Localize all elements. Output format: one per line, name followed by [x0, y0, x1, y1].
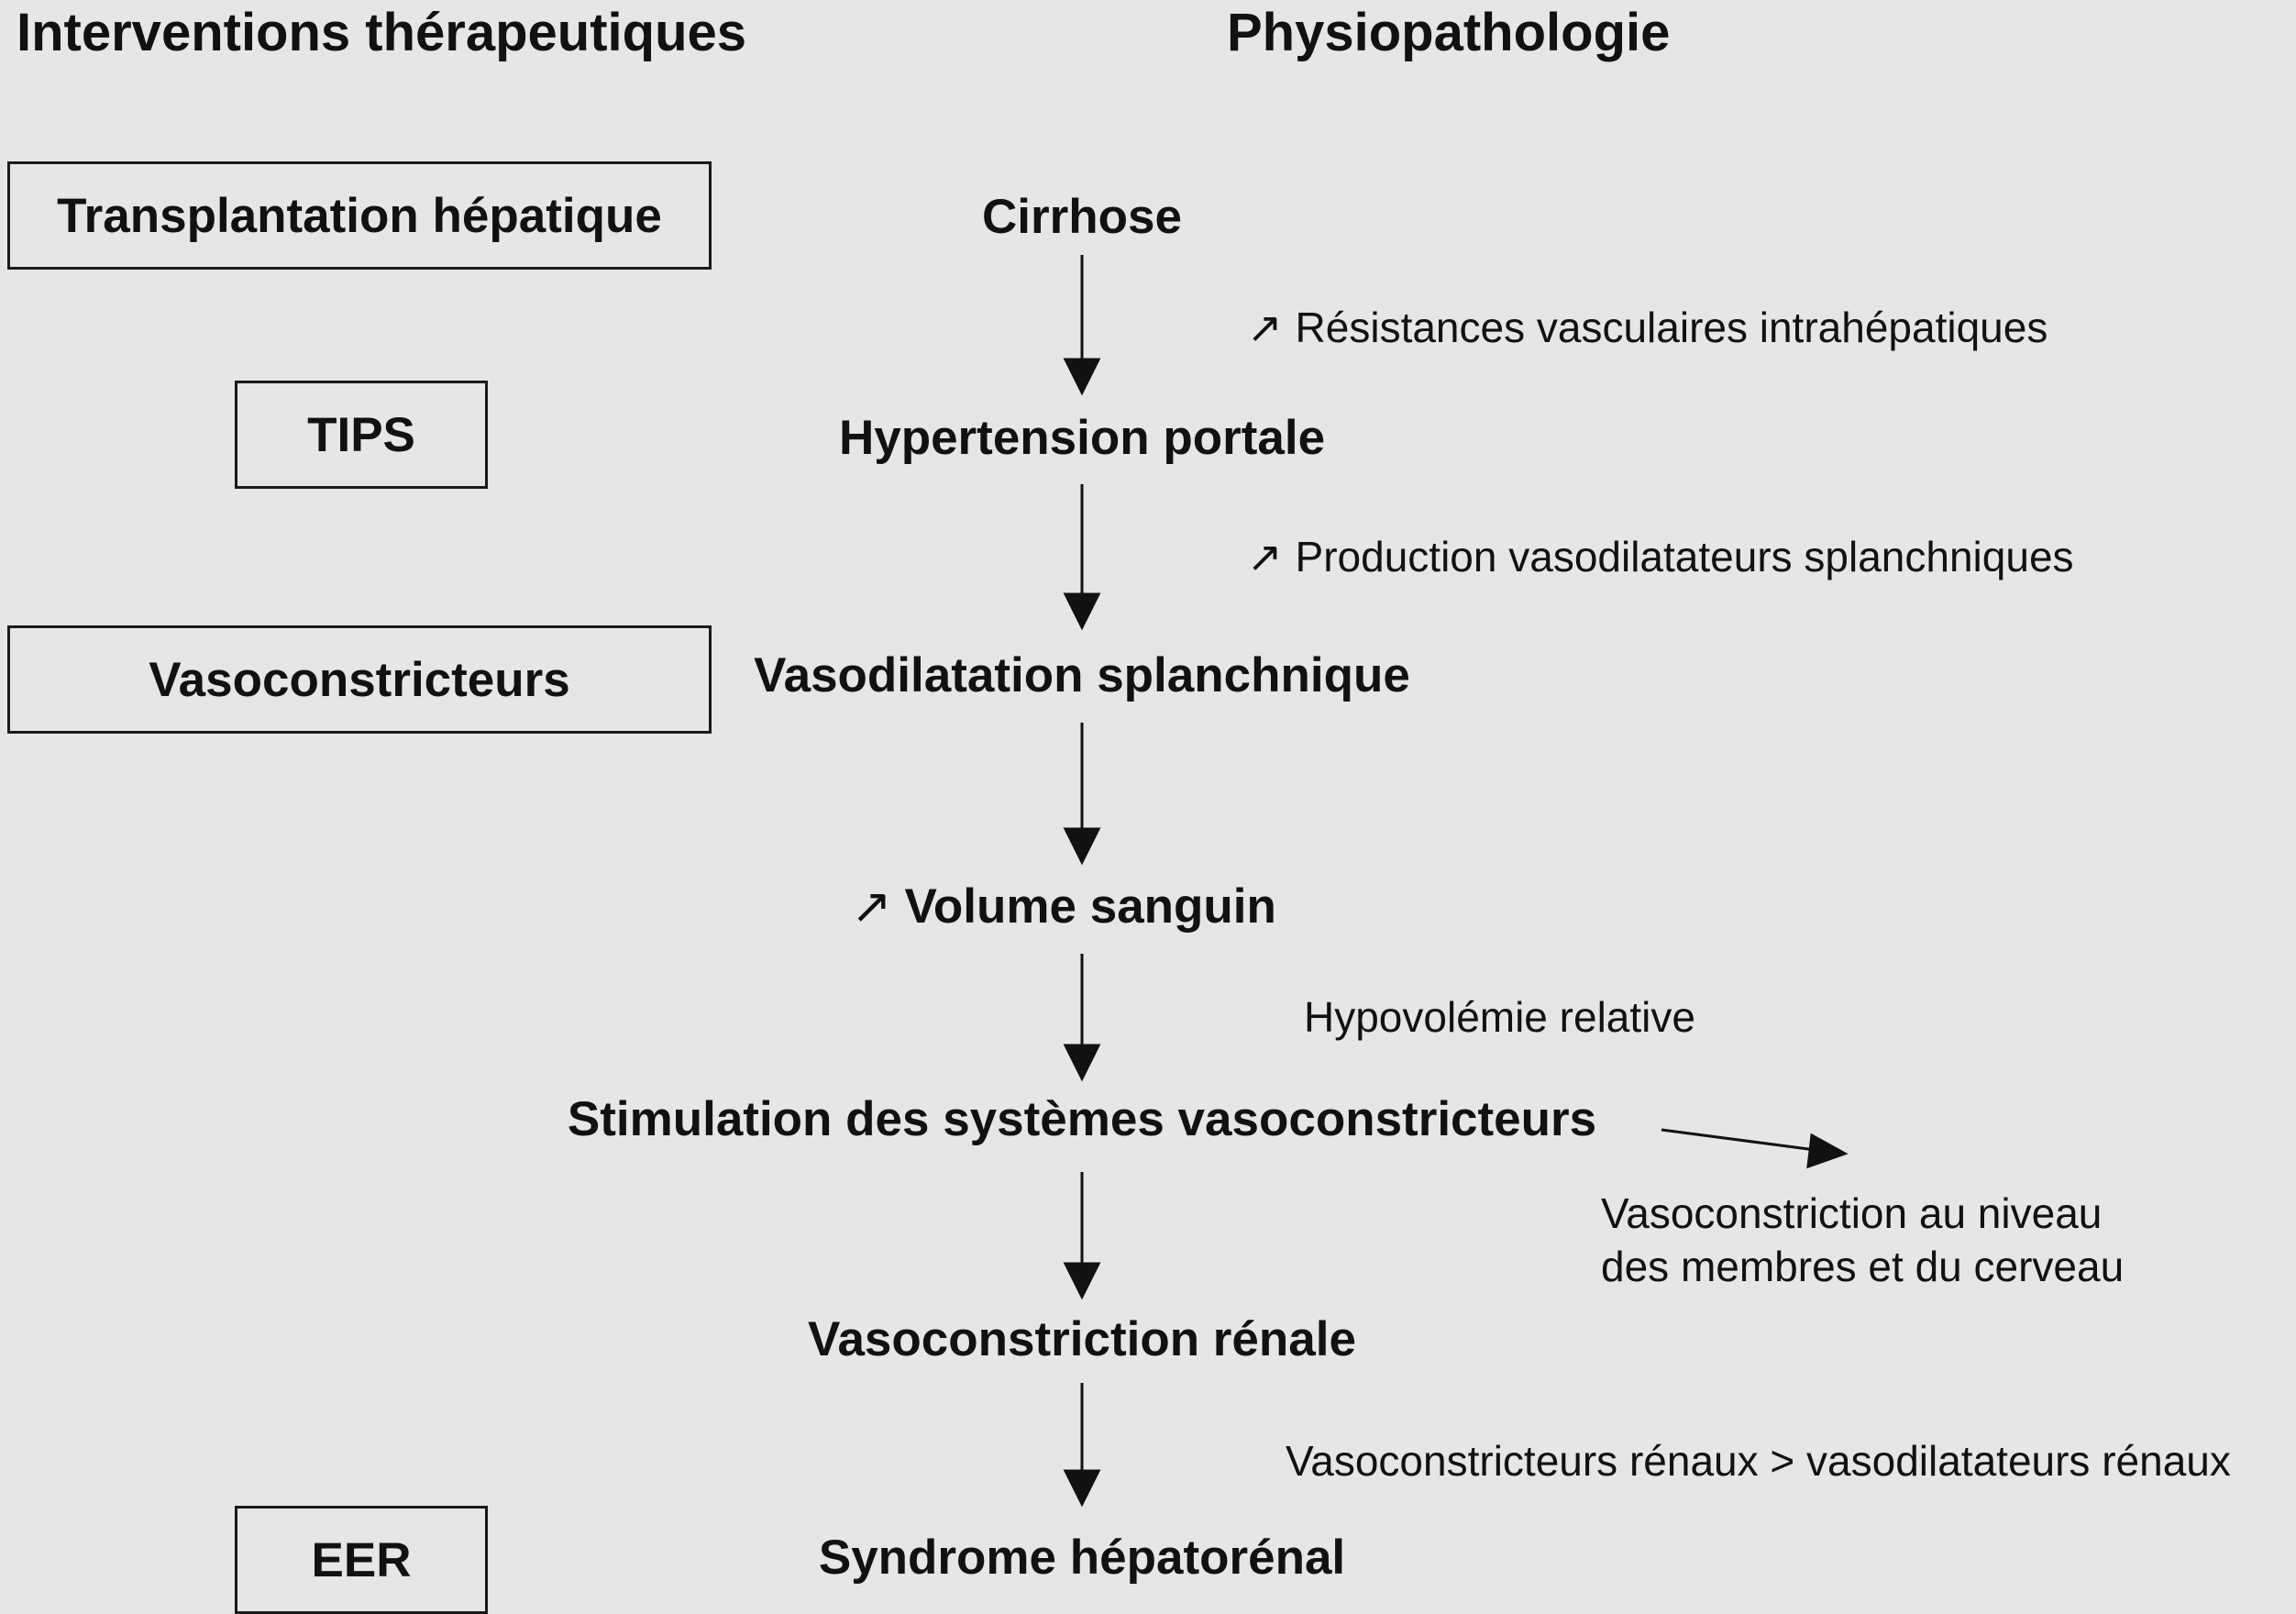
- annotation-renaux: Vasoconstricteurs rénaux > vasodilatateu…: [1286, 1437, 2231, 1485]
- arrowhead-6: [1063, 1469, 1101, 1508]
- header-interventions: Interventions thérapeutiques: [17, 3, 747, 62]
- arrowhead-7: [1806, 1133, 1849, 1169]
- increase-arrow-icon: ↗: [1247, 304, 1283, 351]
- arrow-stimulation-to-membres: [1661, 1128, 1816, 1152]
- annotation-label: Production vasodilatateurs splanchniques: [1295, 533, 2074, 580]
- intervention-box-eer: EER: [235, 1506, 488, 1614]
- intervention-label: TIPS: [307, 407, 415, 462]
- intervention-box-vasoconstricteurs: Vasoconstricteurs: [7, 625, 712, 734]
- annotation-membres-line2: des membres et du cerveau: [1601, 1243, 2125, 1290]
- header-physiopathologie: Physiopathologie: [1227, 3, 1671, 62]
- step-cirrhose: Cirrhose: [982, 190, 1182, 244]
- annotation-membres-line1: Vasoconstriction au niveau: [1601, 1189, 2103, 1237]
- step-stimulation-vasoconstricteurs: Stimulation des systèmes vasoconstricteu…: [567, 1092, 1597, 1146]
- intervention-box-transplantation: Transplantation hépatique: [7, 161, 712, 270]
- annotation-production: ↗ Production vasodilatateurs splanchnique…: [1247, 532, 2074, 581]
- arrowhead-4: [1063, 1044, 1101, 1082]
- step-syndrome-hepatorenal: Syndrome hépatorénal: [818, 1531, 1346, 1585]
- step-vasodilatation-splanchnique: Vasodilatation splanchnique: [754, 648, 1410, 702]
- increase-arrow-icon: ↗: [851, 879, 892, 934]
- arrowhead-1: [1063, 358, 1101, 396]
- intervention-box-tips: TIPS: [235, 381, 488, 489]
- intervention-label: Vasoconstricteurs: [149, 652, 570, 707]
- annotation-resistances: ↗ Résistances vasculaires intrahépatiques: [1247, 303, 2048, 352]
- step-label: Volume sanguin: [904, 879, 1276, 934]
- arrowhead-5: [1063, 1262, 1101, 1300]
- increase-arrow-icon: ↗: [1247, 533, 1283, 580]
- step-vasoconstriction-renale: Vasoconstriction rénale: [808, 1312, 1356, 1366]
- arrowhead-3: [1063, 827, 1101, 866]
- intervention-label: EER: [311, 1532, 412, 1587]
- arrowhead-2: [1063, 592, 1101, 631]
- intervention-label: Transplantation hépatique: [57, 188, 662, 243]
- step-hypertension-portale: Hypertension portale: [838, 411, 1326, 465]
- annotation-label: Résistances vasculaires intrahépatiques: [1295, 304, 2048, 351]
- step-volume-sanguin: ↗Volume sanguin: [851, 879, 1276, 934]
- annotation-hypovolemie: Hypovolémie relative: [1304, 993, 1695, 1041]
